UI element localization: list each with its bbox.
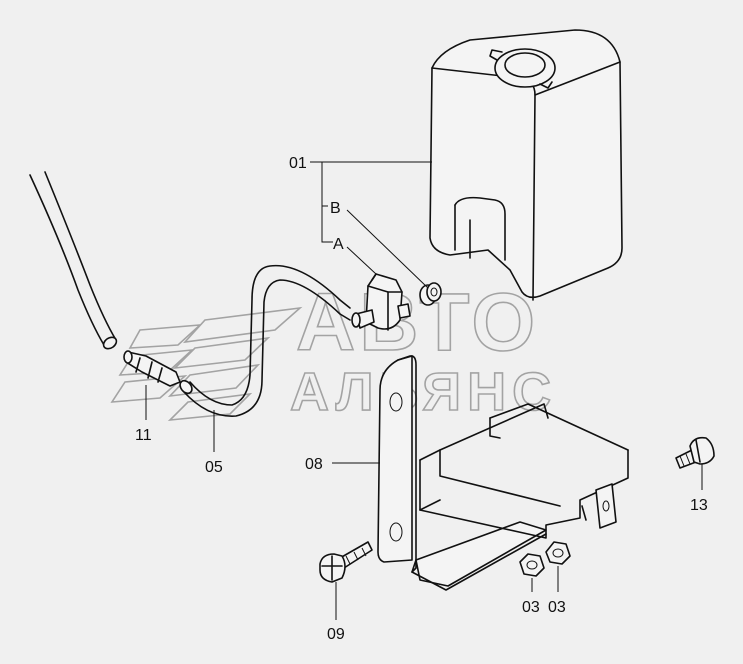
hose-05: [179, 264, 351, 417]
callout-hose: 05: [205, 459, 223, 476]
callout-bolt-left: 09: [327, 626, 345, 643]
watermark: АВТО АЛЬЯНС: [110, 276, 557, 423]
watermark-line2: АЛЬЯНС: [290, 362, 557, 422]
hose-clip: [123, 350, 181, 387]
leader-a: [346, 246, 377, 275]
callout-bracket: 08: [305, 456, 323, 473]
reservoir-tank: [429, 29, 623, 301]
bracket: [377, 355, 629, 591]
callout-nut-right: 03: [548, 599, 566, 616]
callouts: 01 B A 11 05 08 09 03 03 13: [135, 155, 708, 643]
callout-nut-left: 03: [522, 599, 540, 616]
callout-port-a: A: [333, 236, 344, 253]
bolt-right: [675, 436, 715, 469]
long-hose: [29, 171, 118, 350]
nut-left: [519, 553, 545, 577]
callout-tank: 01: [289, 155, 307, 172]
callout-port-b: B: [330, 200, 341, 217]
callout-bolt-right: 13: [690, 497, 708, 514]
leader-bracket-ab: [321, 162, 333, 243]
watermark-line1: АВТО: [296, 277, 539, 368]
nut-right: [545, 541, 571, 565]
filler-cap: [489, 48, 556, 89]
leader-lines: [145, 161, 703, 620]
bolt-left: [319, 541, 373, 583]
grommet: [419, 282, 442, 306]
leader-b: [346, 209, 429, 289]
washer-pump: [351, 273, 442, 331]
callout-clip: 11: [135, 427, 152, 444]
